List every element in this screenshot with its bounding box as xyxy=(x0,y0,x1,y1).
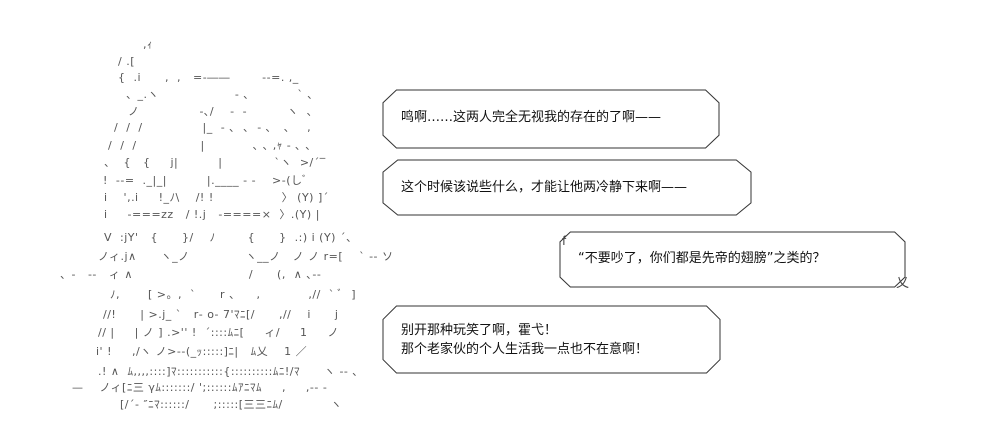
bubble-decor-right: 乂 xyxy=(895,276,909,291)
ascii-art-line: { .i , , =-―― --=. ,_ xyxy=(118,71,299,84)
ascii-art-line: / / / |_ ‐ ､ ､ ‐ ､ 、 , xyxy=(114,121,312,134)
ascii-art-line: // | | ノ ] .>'' ! ´::::ﾑﾆ[ ィ/ 1 ノ xyxy=(98,326,340,339)
ascii-art-line: 、 { { j| | `ヽ >/´‾ xyxy=(104,156,326,169)
ascii-art-line: ,ｨ xyxy=(143,38,153,51)
bubble-text-line-1: 别开那种玩笑了啊，霍弋！ xyxy=(401,323,558,338)
ascii-art-line: / / / | ､ ､ ,ｬ ‐ ､ 、 xyxy=(108,139,317,152)
ascii-art-line: [/´‐ ″ﾆﾏ::::::/ ;:::::[三三ﾆﾑ/ ヽ xyxy=(120,398,343,411)
ascii-art-line: i' ! ,/ヽ ノ>-‐(_ｯ:::::]ﾆ| ﾑ乂 1 ／ xyxy=(96,345,308,358)
ascii-art-line: ! ‐‐= ._|_| |.____ ‐ ‐ >‐(しﾞ xyxy=(103,174,309,187)
ascii-art-line: 、‐ ‐‐ ィ ∧ / (, ∧ ､‐‐ xyxy=(60,268,322,281)
ascii-art-line: //! | >.j_ ` r‐ o‐ 7'ﾏﾆ[/ ,// i j xyxy=(103,308,339,321)
ascii-art-line: ノィ.j∧ ヽ_ノ ヽ__ノ ノ ノ r=[ ` ‐‐ ソ xyxy=(98,250,394,263)
ascii-art-line: 、_.ヽ ‐ ､ ` ､ xyxy=(126,88,314,101)
speech-bubble-4: 别开那种玩笑了啊，霍弋！ 那个老家伙的个人生活我一点也不在意啊！ xyxy=(383,306,720,373)
ascii-art-line: .! ∧ ﾑ,,,,::::]ﾏ:::::::::::{::::::::::ﾑﾆ… xyxy=(98,365,359,378)
ascii-art-line: i ‐===zz / !.j ‐====× 〉.(Y) | xyxy=(104,208,320,221)
ascii-art-line: V :jY' { }/ ﾉ { } .:) i (Y) ´、 xyxy=(104,231,358,244)
bubble-text: 这个时候该说些什么，才能让他两冷静下来啊—— xyxy=(401,180,688,195)
speech-bubble-1: 鸣啊……这两人完全无视我的存在的了啊—— xyxy=(383,90,719,148)
bubble-decor-left: f xyxy=(562,234,567,248)
bubble-text: 鸣啊……这两人完全无视我的存在的了啊—— xyxy=(401,110,662,125)
ascii-art-line: / .[ xyxy=(118,55,135,68)
speech-bubble-2: 这个时候该说些什么，才能让他两冷静下来啊—— xyxy=(383,160,751,215)
ascii-art-line: ﾉ, [ >。, ` r 、 , ,// ` ﾞ ] xyxy=(110,288,357,301)
bubble-outline xyxy=(560,232,905,287)
ascii-art-line: — ノィ[ﾆ三 γﾑ:::::::/ ';::::::ﾑｱﾆﾏﾑ , ,‐‐ ‐ xyxy=(72,381,328,394)
bubble-outline xyxy=(383,90,719,148)
bubble-text: “不要吵了，你们都是先帝的翅膀”之类的？ xyxy=(578,251,826,266)
ascii-art-line: i ',.i !_ﾉ\ /! ! 〉 (Y) ]´ xyxy=(104,191,329,204)
ascii-art-line: ノ ‐､/ ‐ ‐ ヽ 、 xyxy=(128,105,319,118)
speech-bubble-3: “不要吵了，你们都是先帝的翅膀”之类的？ f 乂 xyxy=(560,232,909,291)
bubble-text-line-2: 那个老家伙的个人生活我一点也不在意啊！ xyxy=(401,342,649,357)
bubble-outline xyxy=(383,160,751,215)
bubble-outline xyxy=(383,306,720,373)
